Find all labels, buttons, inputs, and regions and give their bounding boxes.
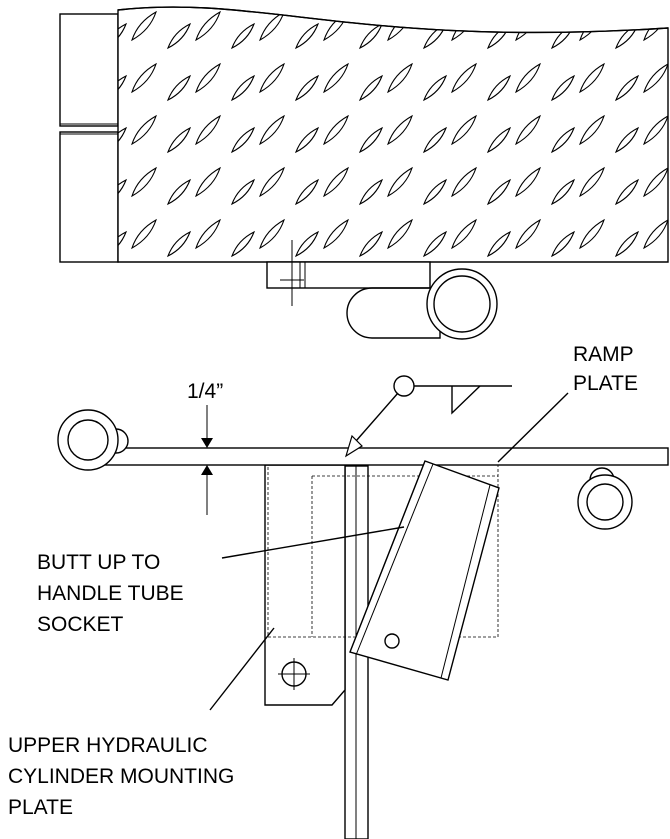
right-hinge-tube <box>577 467 633 530</box>
ramp-plate-label-line2: PLATE <box>573 372 638 395</box>
butt-label-line1: BUTT UP TO <box>37 551 160 574</box>
left-hinge-tube <box>57 409 129 471</box>
ramp-plate-leader <box>497 392 569 463</box>
cylinder-leader <box>209 627 275 711</box>
cylinder-label-line2: CYLINDER MOUNTING <box>8 765 234 788</box>
ramp-plate-bar <box>89 447 669 466</box>
butt-label-line2: HANDLE TUBE <box>37 582 184 605</box>
cylinder-label-line3: PLATE <box>8 796 73 819</box>
weld-symbol <box>344 375 512 458</box>
ramp-plate-label-line1: RAMP <box>573 343 634 366</box>
labels: RAMP PLATE 1/4” BUTT UP TO HANDLE TUBE S… <box>8 343 638 819</box>
hinge-knuckles <box>59 13 119 263</box>
diamond-tread-plate <box>117 6 669 263</box>
butt-label-line3: SOCKET <box>37 613 124 636</box>
top-view <box>59 6 669 340</box>
mount-hole <box>278 658 310 690</box>
cylinder-label-line1: UPPER HYDRAULIC <box>8 734 208 757</box>
bottom-bracket <box>266 240 431 306</box>
butt-leader <box>221 526 405 559</box>
handle-tube-socket <box>349 460 500 681</box>
handle-tube-top <box>346 268 498 340</box>
dimension-label: 1/4” <box>187 380 223 403</box>
dimension-marker <box>198 405 236 515</box>
section-view <box>57 375 669 839</box>
